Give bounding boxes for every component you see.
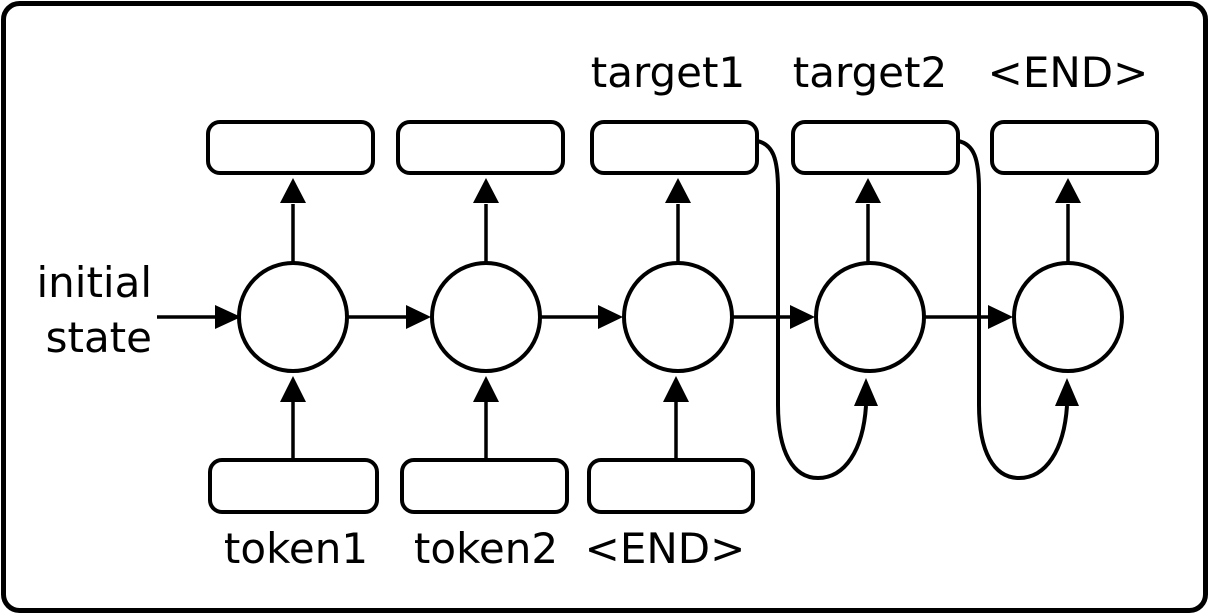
arrowhead-icon	[855, 178, 881, 203]
arrowhead-icon	[790, 305, 815, 329]
arrow-cell4-cell5	[925, 305, 1013, 329]
arrow-cell5-output5	[1055, 178, 1081, 263]
rnn-cell-5	[1012, 261, 1124, 373]
arrow-cell3-output3	[665, 178, 691, 263]
arrow-cell1-output1	[280, 178, 306, 263]
label-end-top: <END>	[988, 48, 1149, 97]
input-box-1	[208, 458, 379, 514]
feedback-curve-path	[756, 139, 868, 481]
rnn-cell-3	[622, 261, 734, 373]
output-box-4	[791, 120, 960, 175]
output-box-5	[990, 120, 1159, 175]
initial-state-label-line2: state	[46, 313, 152, 362]
output-box-2	[396, 120, 565, 175]
feedback-curve-path	[957, 139, 1069, 481]
label-token1: token1	[224, 524, 368, 573]
rnn-cell-4	[814, 261, 926, 373]
feedback-arrowhead-icon	[854, 378, 878, 406]
arrow-input1-cell1	[280, 376, 306, 460]
arrow-cell1-cell2	[348, 305, 431, 329]
arrowhead-icon	[1055, 178, 1081, 203]
arrowhead-icon	[598, 305, 623, 329]
input-box-3	[587, 458, 755, 514]
arrowhead-icon	[280, 376, 306, 402]
rnn-cell-2	[430, 261, 542, 373]
feedback-arrowhead-icon	[1055, 378, 1079, 406]
feedback-curve-output3-cell4	[756, 139, 878, 481]
arrowhead-icon	[215, 305, 241, 329]
arrowhead-icon	[406, 305, 431, 329]
arrowhead-icon	[988, 305, 1013, 329]
arrowhead-icon	[665, 178, 691, 203]
output-box-1	[206, 120, 375, 175]
arrowhead-icon	[473, 178, 499, 203]
arrow-cell3-cell4	[733, 305, 815, 329]
feedback-curve-output4-cell5	[957, 139, 1079, 481]
arrowhead-icon	[473, 376, 499, 402]
label-target1: target1	[591, 48, 745, 97]
arrow-initial-state-cell1	[157, 305, 241, 329]
label-token2: token2	[414, 524, 558, 573]
initial-state-label-line1: initial	[37, 258, 153, 307]
arrow-cell4-output4	[855, 178, 881, 263]
arrowhead-icon	[663, 376, 689, 402]
arrow-input3-cell3	[663, 376, 689, 460]
arrow-cell2-cell3	[541, 305, 623, 329]
label-target2: target2	[793, 48, 947, 97]
arrow-input2-cell2	[473, 376, 499, 460]
rnn-cell-1	[237, 261, 349, 373]
arrowhead-icon	[280, 178, 306, 203]
label-end-bottom: <END>	[585, 524, 746, 573]
input-box-2	[400, 458, 569, 514]
arrow-cell2-output2	[473, 178, 499, 263]
output-box-3	[590, 120, 759, 175]
